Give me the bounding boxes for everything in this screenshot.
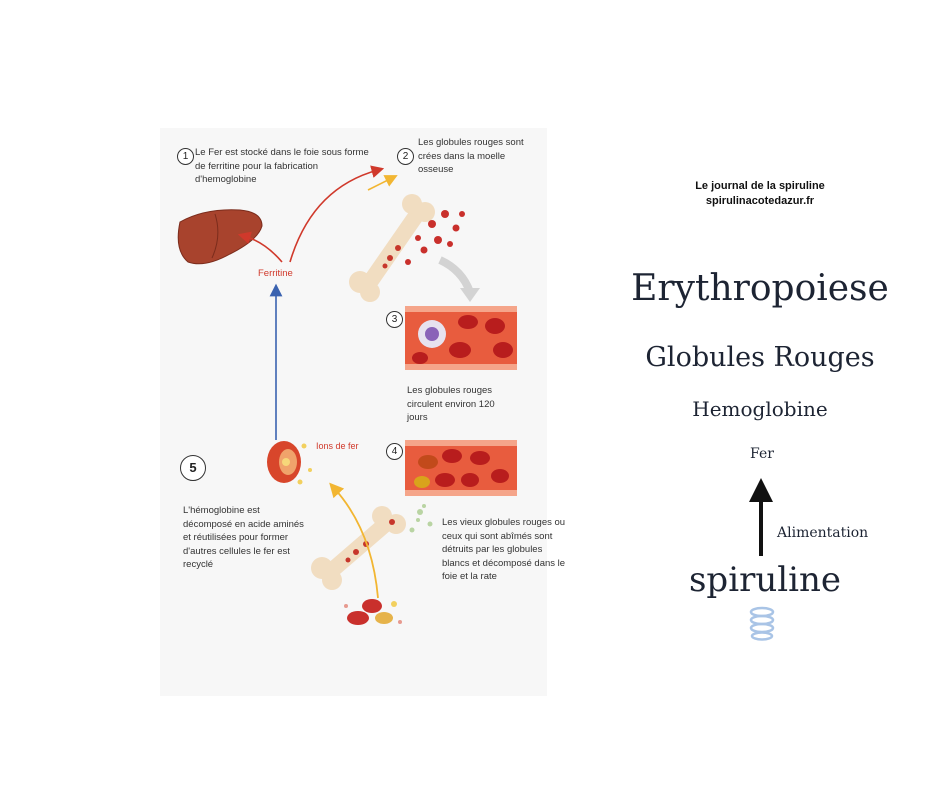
arrow-ferritine-to-marrow <box>289 165 385 263</box>
journal-site: spirulinacotedazur.fr <box>705 195 815 207</box>
blood-vessel-3 <box>405 306 517 370</box>
liver-illustration <box>177 209 263 265</box>
broken-cell-illustration <box>267 441 312 485</box>
heading-erythropoiese: Erythropoiese <box>631 268 889 309</box>
arrow-recycle-up <box>329 482 379 599</box>
step-5-badge: 5 <box>180 455 206 481</box>
step-1-badge: 1 <box>177 148 194 165</box>
label-fer: Fer <box>750 446 774 462</box>
journal-name: Le journal de la spiruline <box>695 180 825 192</box>
ferritine-label: Ferritine <box>258 268 293 279</box>
step-3-text: Les globules rouges circulent environ 12… <box>407 385 495 423</box>
heading-globules-rouges: Globules Rouges <box>645 342 875 373</box>
heading-hemoglobine: Hemoglobine <box>692 397 828 421</box>
blood-vessel-4 <box>405 440 517 496</box>
step-2-badge: 2 <box>397 148 414 165</box>
step-3-badge: 3 <box>386 311 403 328</box>
red-cells-cluster <box>344 599 402 625</box>
heading-spiruline: spiruline <box>688 560 841 600</box>
label-alimentation: Alimentation <box>777 525 869 541</box>
spiral-icon <box>749 606 775 641</box>
step-5-text: L'hémoglobine est décomposé en acide ami… <box>183 505 304 570</box>
ions-fer-label: Ions de fer <box>316 441 359 451</box>
step-2-text: Les globules rouges sont crées dans la m… <box>418 137 524 175</box>
step-4-text: Les vieux globules rouges ou ceux qui so… <box>442 517 566 582</box>
red-cells-scatter <box>405 210 465 265</box>
bone-bottom-illustration <box>311 506 406 590</box>
step-1-text: Le Fer est stocké dans le foie sous form… <box>195 147 369 185</box>
journal-credit: Le journal de la spiruline spirulinacote… <box>650 179 870 209</box>
bone-top-illustration <box>349 194 435 302</box>
arrow-ferritine-to-liver <box>237 231 283 263</box>
step-4-badge: 4 <box>386 443 403 460</box>
